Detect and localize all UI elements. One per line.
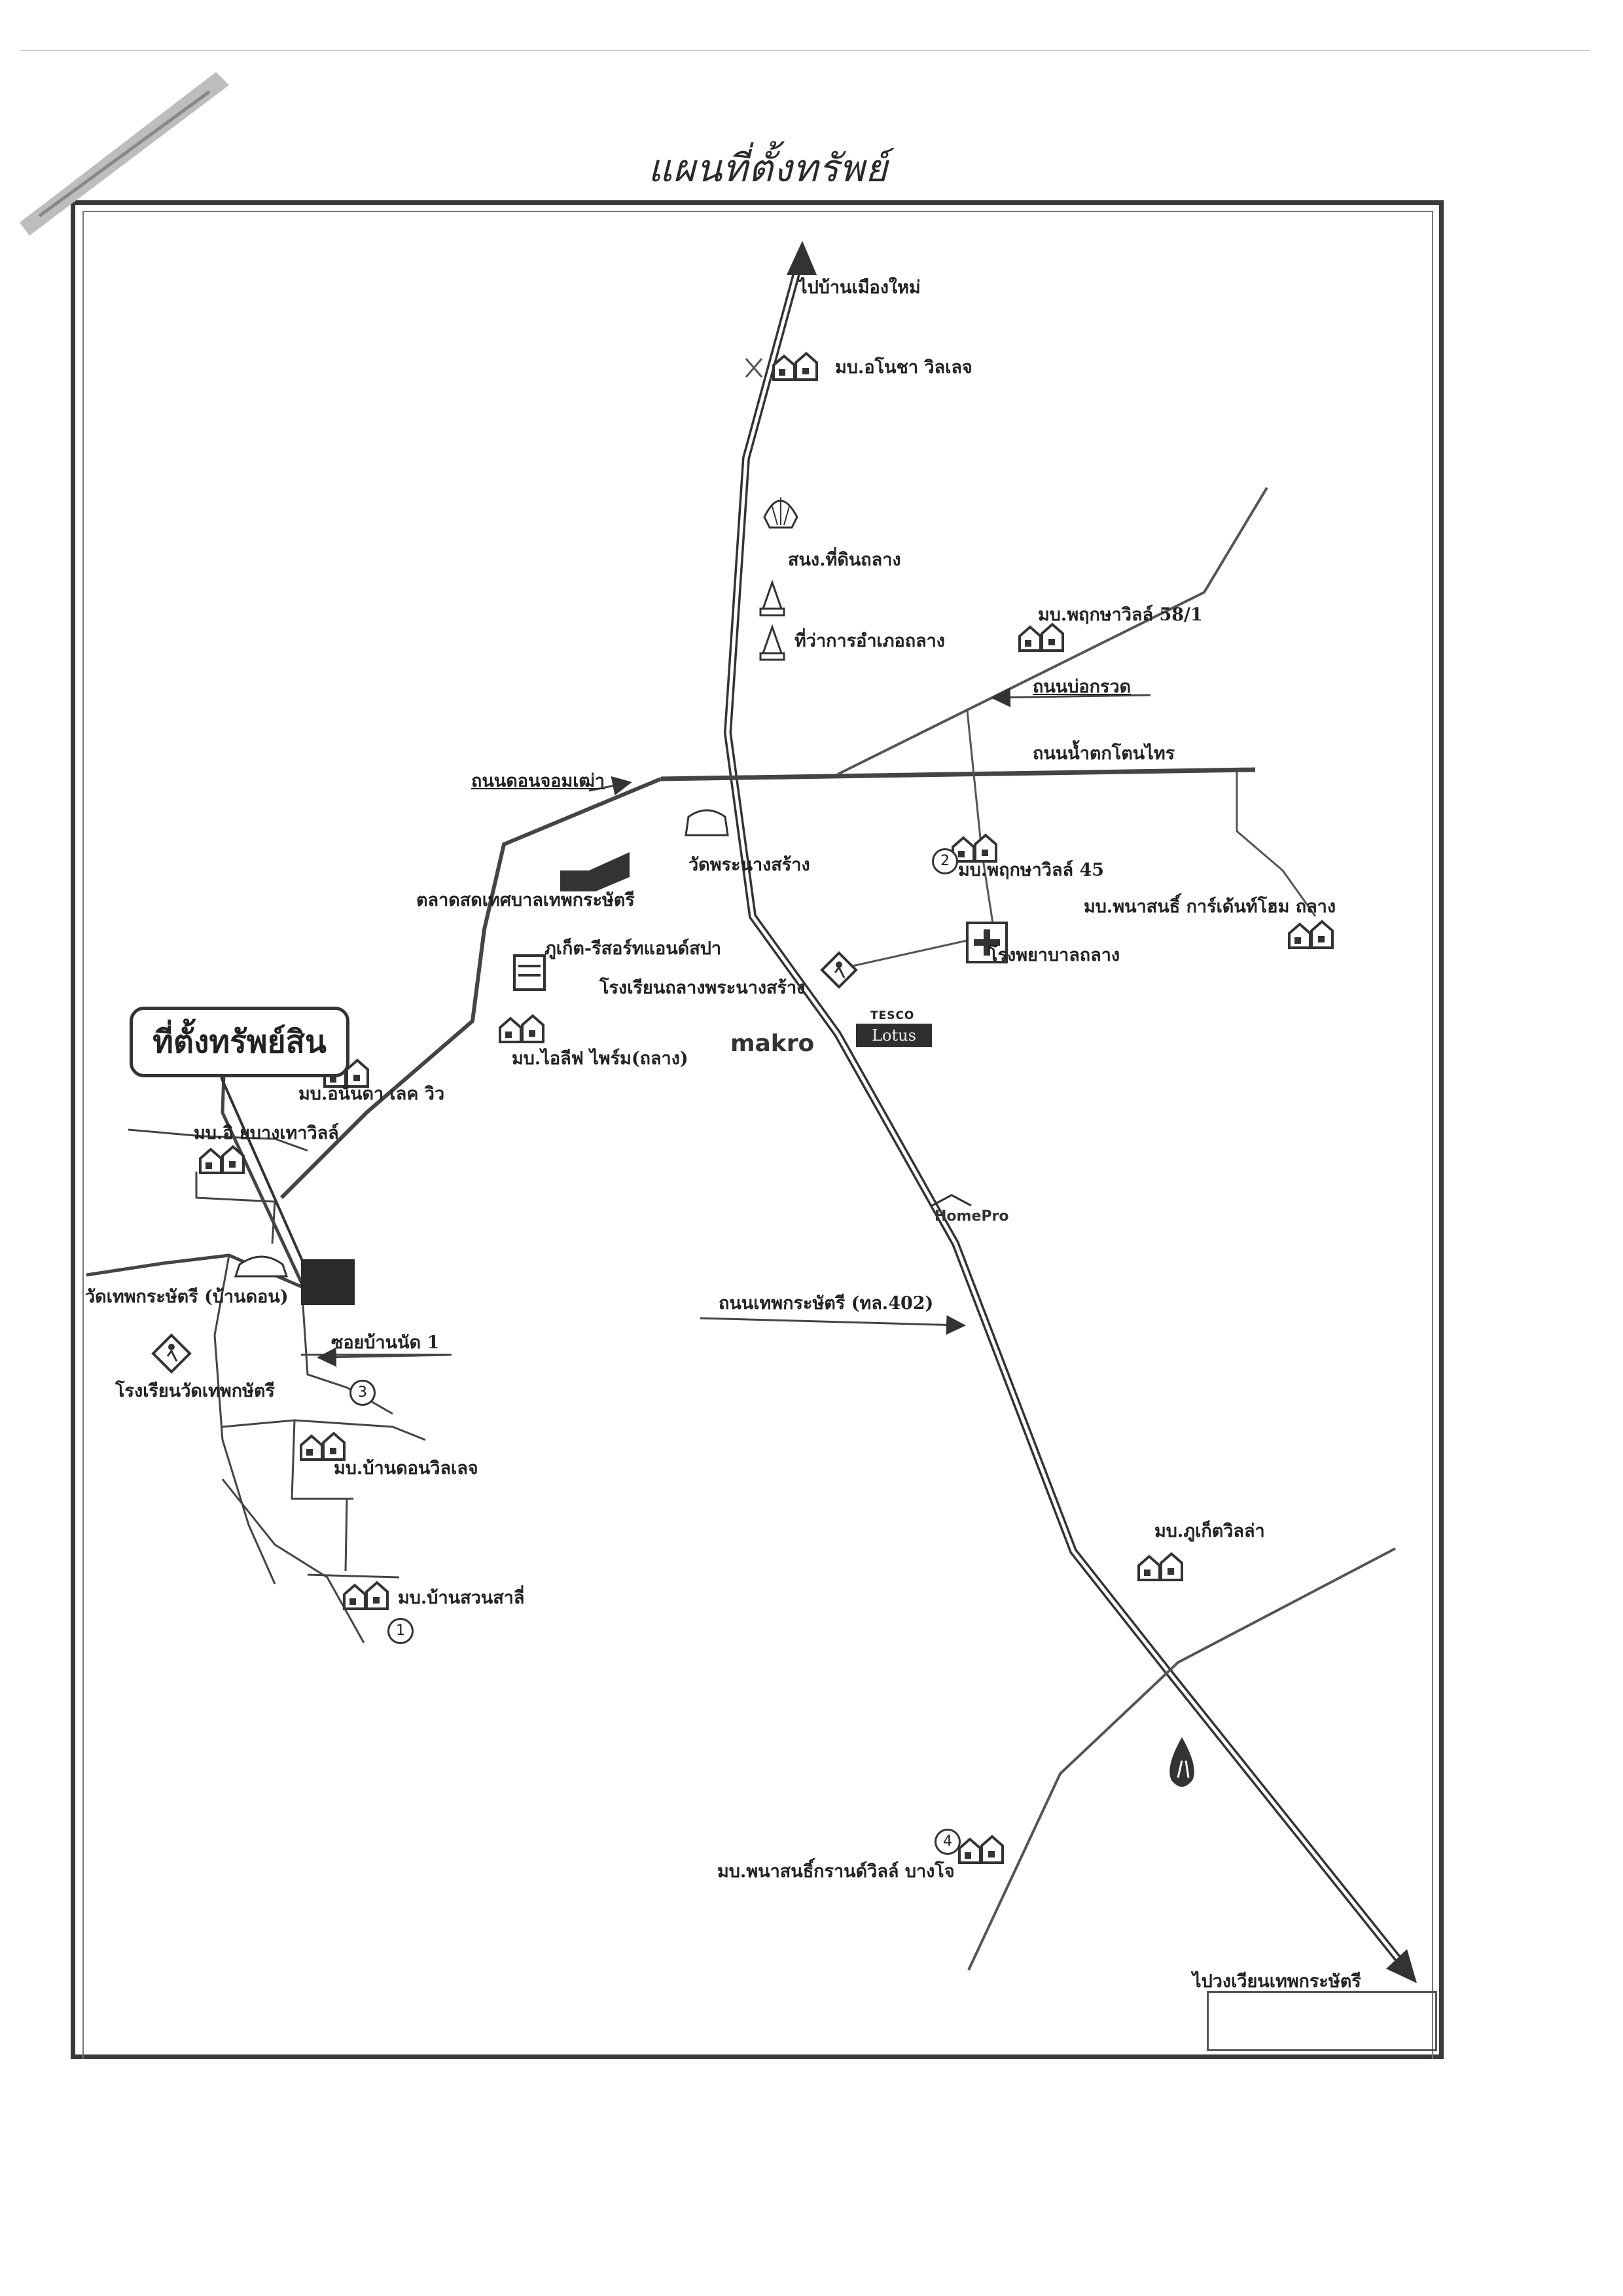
- temple-icon: [759, 624, 785, 661]
- label-district-office: ที่ว่าการอำเภอถลาง: [794, 631, 945, 651]
- marker-2: 2: [932, 848, 958, 874]
- map-frame: [71, 200, 1444, 2059]
- road-nam-tok-ton-sai: [279, 767, 1256, 1200]
- homepro-roof-icon: [931, 1194, 972, 1207]
- label-village-sansiri-bang-jo: มบ.พนาสนธิ์กรานด์วิลล์ บางโจ: [717, 1861, 955, 1882]
- pointer-highway-label: [700, 1315, 966, 1335]
- label-wat-phra-nang-sang: วัดพระนางสร้าง: [688, 855, 810, 875]
- label-soi-ban-nua-1: ซอยบ้านนัด 1: [331, 1333, 440, 1353]
- property-callout-text: ที่ตั้งทรัพย์สิน: [152, 1024, 327, 1060]
- destination-box: [1207, 1991, 1437, 2051]
- label-village-phruksa-45: มบ.พฤกษาวิลล์ 45: [958, 860, 1105, 880]
- village-icon: [499, 1014, 544, 1043]
- pointer-don-chom-thao-label: [588, 776, 632, 796]
- label-school-wat-thep: โรงเรียนวัดเทพกษัตรี: [115, 1381, 275, 1401]
- label-phuket-resort: ภูเก็ต-รีสอร์ทแอนด์สปา: [544, 939, 721, 959]
- property-callout: ที่ตั้งทรัพย์สิน: [130, 1007, 349, 1077]
- property-square-icon: [301, 1259, 355, 1305]
- tesco-text: TESCO: [870, 1009, 915, 1022]
- label-village-anusha: มบ.อโนชา วิลเลจ: [835, 357, 972, 378]
- label-village-baan-thep: มบ.อิ ยบางเทาวิลล์: [194, 1123, 339, 1143]
- road-hospital-spur: [966, 710, 996, 937]
- staple-mark: [20, 72, 229, 236]
- village-icon: [958, 1835, 1004, 1864]
- village-icon: [199, 1145, 245, 1174]
- label-school-thalang: โรงเรียนถลางพระนางสร้าง: [599, 978, 806, 998]
- homepro-logo: HomePro: [935, 1208, 1009, 1225]
- label-hospital: โรงพยาบาลถลาง: [988, 945, 1120, 965]
- village-icon: [1018, 622, 1064, 652]
- marker-4: 4: [935, 1829, 961, 1855]
- market-icon: [560, 852, 630, 891]
- village-icon: [1137, 1552, 1183, 1581]
- village-icon: [300, 1431, 346, 1461]
- marker-3: 3: [349, 1380, 376, 1406]
- label-village-anan-view: มบ.อนันดา เลค วิว: [298, 1084, 445, 1104]
- road-bo-kruat: [837, 486, 1268, 776]
- label-land-office: สนง.ที่ดินถลาง: [788, 550, 901, 570]
- school-sign-icon: [151, 1333, 192, 1374]
- label-road-bo-kruat: ถนนบ่อกรวด: [1033, 677, 1132, 697]
- temple-icon: [234, 1255, 289, 1278]
- map-frame-inner: [82, 211, 1433, 2059]
- highway-402: [723, 251, 1410, 1973]
- road-west-network: [86, 1073, 452, 1643]
- scan-edge-line: [20, 50, 1590, 51]
- label-road-don-chom-thao: ถนนดอนจอมเฒ่า: [471, 771, 605, 791]
- lotus-text: Lotus: [856, 1024, 932, 1047]
- temple-icon: [685, 809, 729, 836]
- pointer-soi-label: [317, 1347, 452, 1367]
- label-road-thep-krasattri-402: ถนนเทพกระษัตรี (ทล.402): [719, 1293, 934, 1314]
- label-village-phruksa-58-1: มบ.พฤกษาวิลล์ 58/1: [1038, 605, 1203, 625]
- ptt-drop-icon: [1169, 1737, 1194, 1787]
- label-wat-thep-krasattri: วัดเทพกระษัตรี (บ้านดอน): [85, 1287, 289, 1307]
- label-market: ตลาดสดเทศบาลเทพกระษัตรี: [416, 890, 635, 910]
- village-icon: [1288, 920, 1334, 949]
- village-icon: [772, 351, 818, 381]
- label-village-suan-sa-li: มบ.บ้านสวนสาลี่: [398, 1588, 525, 1608]
- arrow-to-ban-mueang-mai-icon: [787, 241, 817, 275]
- label-village-sansiri-garden-home: มบ.พนาสนธิ์ การ์เด้นท์โฮม ถลาง: [1084, 897, 1336, 917]
- hospital-cross-icon: [966, 922, 1008, 963]
- village-icon: [343, 1581, 389, 1610]
- pointer-bo-kruat-label: [991, 687, 1151, 708]
- village-icon: [952, 833, 997, 863]
- label-village-ban-don: มบ.บ้านดอนวิลเลจ: [334, 1458, 478, 1479]
- callout-pointer: [220, 1077, 308, 1270]
- shell-logo-icon: [763, 497, 798, 529]
- label-village-i-leaf: มบ.ไอลีฟ ไพร์ม(ถลาง): [512, 1049, 688, 1069]
- label-village-phuket-villa: มบ.ภูเก็ตวิลล่า: [1154, 1521, 1265, 1541]
- label-to-circle: ไปวงเวียนเทพกระษัตรี: [1192, 1971, 1361, 1992]
- hotel-icon: [513, 954, 546, 991]
- road-south-cross: [967, 1547, 1396, 1971]
- temple-icon: [759, 579, 785, 617]
- cross-mark-icon: [745, 358, 763, 378]
- school-sign-icon: [820, 951, 858, 989]
- arrow-to-circle-icon: [1386, 1949, 1417, 1983]
- page-title: แผนที่ตั้งทรัพย์: [648, 146, 888, 190]
- tesco-lotus-logo: TESCO Lotus: [856, 1009, 935, 1050]
- road-east-spur: [1236, 772, 1317, 917]
- marker-1: 1: [387, 1618, 414, 1644]
- label-road-nam-tok-ton-sai: ถนนน้ำตกโตนไทร: [1033, 744, 1175, 764]
- makro-logo: makro: [730, 1030, 815, 1057]
- label-to-ban-mueang-mai: ไปบ้านเมืองใหม่: [798, 278, 921, 298]
